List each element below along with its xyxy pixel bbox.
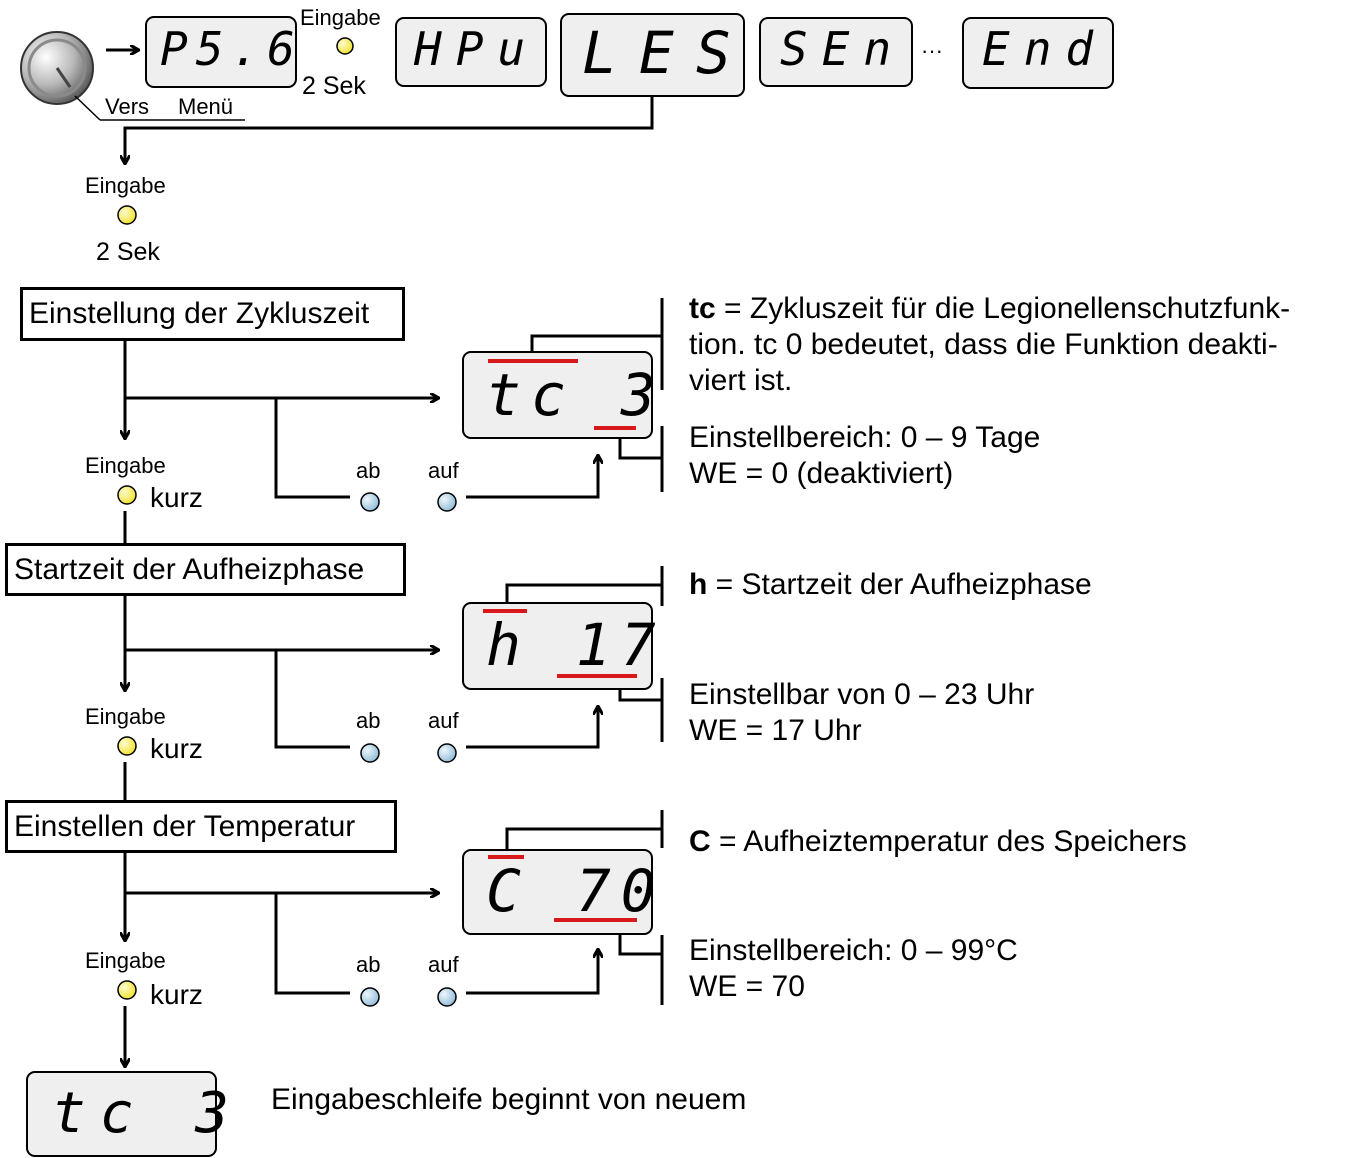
- step3-range: Einstellbereich: 0 – 99°C WE = 70: [689, 933, 1018, 1005]
- auf-button-2[interactable]: [437, 743, 457, 763]
- ab-label-3: ab: [356, 952, 381, 977]
- display-C70: [462, 849, 653, 935]
- step1-description: tc = Zykluszeit für die Legionellenschut…: [689, 291, 1290, 399]
- display-End: [962, 17, 1114, 89]
- eingabe-led-top[interactable]: [336, 37, 354, 55]
- press-label-2: kurz: [150, 733, 203, 764]
- default-text-2: WE = 17 Uhr: [689, 714, 862, 747]
- step2-range: Einstellbar von 0 – 23 Uhr WE = 17 Uhr: [689, 677, 1034, 749]
- auf-label-1: auf: [428, 458, 459, 483]
- default-text-1: WE = 0 (deaktiviert): [689, 457, 954, 490]
- ab-label-1: ab: [356, 458, 381, 483]
- display-text-End: End: [982, 22, 1108, 76]
- param-h-desc: = Startzeit der Aufheizphase: [707, 568, 1092, 601]
- eingabe-label-3: Eingabe: [85, 948, 166, 973]
- display-tc3: [462, 351, 653, 439]
- step3-title-box: Einstellen der Temperatur: [5, 800, 397, 853]
- display-h17: [462, 602, 653, 690]
- display-P5.6: [145, 16, 297, 88]
- display-text-SEn: SEn: [780, 22, 906, 76]
- display-loop-tc3: [26, 1071, 217, 1157]
- display-SEn: [759, 17, 913, 87]
- ab-button-3[interactable]: [360, 987, 380, 1007]
- param-C-desc: = Aufheiztemperatur des Speichers: [710, 825, 1187, 858]
- eingabe-label-1: Eingabe: [85, 453, 166, 478]
- knob-label-vers: Vers: [105, 94, 150, 119]
- loop-text: Eingabeschleife beginnt von neuem: [271, 1083, 747, 1116]
- press-label-3: kurz: [150, 979, 203, 1010]
- display-text-LES: LES: [582, 19, 753, 87]
- eingabe-label-2: Eingabe: [85, 704, 166, 729]
- param-tc: tc: [689, 292, 716, 325]
- display-text-C70: C 70: [486, 857, 666, 925]
- knob-pointer-line: [74, 95, 101, 121]
- ab-label-2: ab: [356, 708, 381, 733]
- knob-label-menu: Menü: [178, 94, 234, 119]
- auf-label-3: auf: [428, 952, 459, 977]
- step1-connectors: [125, 298, 664, 499]
- auf-button-3[interactable]: [437, 987, 457, 1007]
- default-text-3: WE = 70: [689, 970, 805, 1003]
- display-text-P5.6: P5.6: [160, 22, 303, 76]
- step1-range: Einstellbereich: 0 – 9 Tage WE = 0 (deak…: [689, 420, 1040, 492]
- eingabe-led-1[interactable]: [117, 485, 137, 505]
- auf-label-2: auf: [428, 708, 459, 733]
- range-text-1: Einstellbereich: 0 – 9 Tage: [689, 421, 1041, 454]
- display-HPu: [395, 17, 547, 87]
- step1-title-box: Einstellung der Zykluszeit: [20, 287, 405, 341]
- step3-description: C = Aufheiztemperatur des Speichers: [689, 824, 1187, 860]
- param-h: h: [689, 568, 708, 601]
- display-text-loop: tc 3: [52, 1081, 243, 1146]
- eingabe-led-entry[interactable]: [117, 205, 137, 225]
- press-label-1: kurz: [150, 482, 203, 513]
- param-tc-desc-line3: viert ist.: [689, 364, 793, 397]
- ab-button-2[interactable]: [360, 743, 380, 763]
- range-text-2: Einstellbar von 0 – 23 Uhr: [689, 678, 1035, 711]
- hold-label-entry: 2 Sek: [96, 238, 160, 266]
- eingabe-led-2[interactable]: [117, 736, 137, 756]
- menu-to-entry-arrow: [125, 96, 654, 163]
- hold-label-top: 2 Sek: [302, 72, 366, 100]
- display-text-tc3: tc 3: [486, 361, 666, 429]
- knob[interactable]: [20, 31, 94, 105]
- eingabe-led-3[interactable]: [117, 980, 137, 1000]
- eingabe-label-top: Eingabe: [300, 5, 381, 30]
- display-text-h17: h 17: [486, 611, 666, 679]
- param-tc-desc: = Zykluszeit für die Legionellenschutzfu…: [715, 292, 1291, 325]
- step2-description: h = Startzeit der Aufheizphase: [689, 567, 1092, 603]
- auf-button-1[interactable]: [437, 492, 457, 512]
- param-tc-desc-line2: tion. tc 0 bedeutet, dass die Funktion d…: [689, 328, 1278, 361]
- menu-ellipsis: ···: [921, 38, 943, 63]
- step2-title-box: Startzeit der Aufheizphase: [5, 543, 406, 596]
- param-C: C: [689, 825, 711, 858]
- ab-button-1[interactable]: [360, 492, 380, 512]
- display-text-HPu: HPu: [414, 22, 540, 76]
- eingabe-label-entry: Eingabe: [85, 173, 166, 198]
- step3-connectors: [125, 810, 664, 1005]
- range-text-3: Einstellbereich: 0 – 99°C: [689, 934, 1018, 967]
